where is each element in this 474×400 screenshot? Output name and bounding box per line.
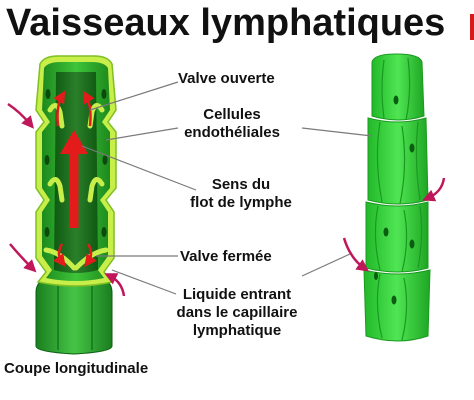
external-view	[342, 53, 446, 342]
label-endothelial-cells: Cellules endothéliales	[172, 106, 292, 142]
label-lymph-flow: Sens du flot de lymphe	[176, 176, 306, 212]
fluid-entry-arrow-right	[422, 177, 446, 202]
label-longitudinal-section: Coupe longitudinale	[4, 360, 149, 377]
label-liquid-line2: dans le capillaire	[176, 304, 298, 321]
leader-liquid-right	[301, 253, 351, 277]
label-liquid-line3: lymphatique	[192, 322, 282, 339]
label-endothelial-line1: Cellules	[203, 106, 261, 123]
label-liquid-line1: Liquide entrant	[182, 286, 292, 303]
leader-endothelial-right	[301, 127, 373, 137]
label-entering-liquid: Liquide entrant dans le capillaire lymph…	[172, 286, 302, 340]
vessel-lower-segment	[35, 275, 113, 355]
leader-valve-open	[89, 81, 179, 111]
label-valve-open: Valve ouverte	[178, 70, 275, 87]
leader-flow	[81, 145, 197, 191]
leader-endothelial-left	[105, 127, 179, 141]
label-endothelial-line2: endothéliales	[184, 124, 280, 141]
vessel-segment	[371, 53, 425, 121]
longitudinal-section	[7, 55, 126, 355]
diagram-title: Vaisseaux lymphatiques	[6, 2, 446, 44]
leader-lines	[81, 81, 373, 295]
label-valve-closed: Valve fermée	[180, 248, 272, 265]
fluid-entry-arrow	[7, 102, 35, 129]
label-flow-line2: flot de lymphe	[190, 194, 292, 211]
open-valve-flap	[47, 103, 65, 129]
label-flow-line1: Sens du	[211, 176, 271, 193]
leader-liquid-left	[111, 269, 177, 295]
accent-bar	[470, 14, 474, 40]
